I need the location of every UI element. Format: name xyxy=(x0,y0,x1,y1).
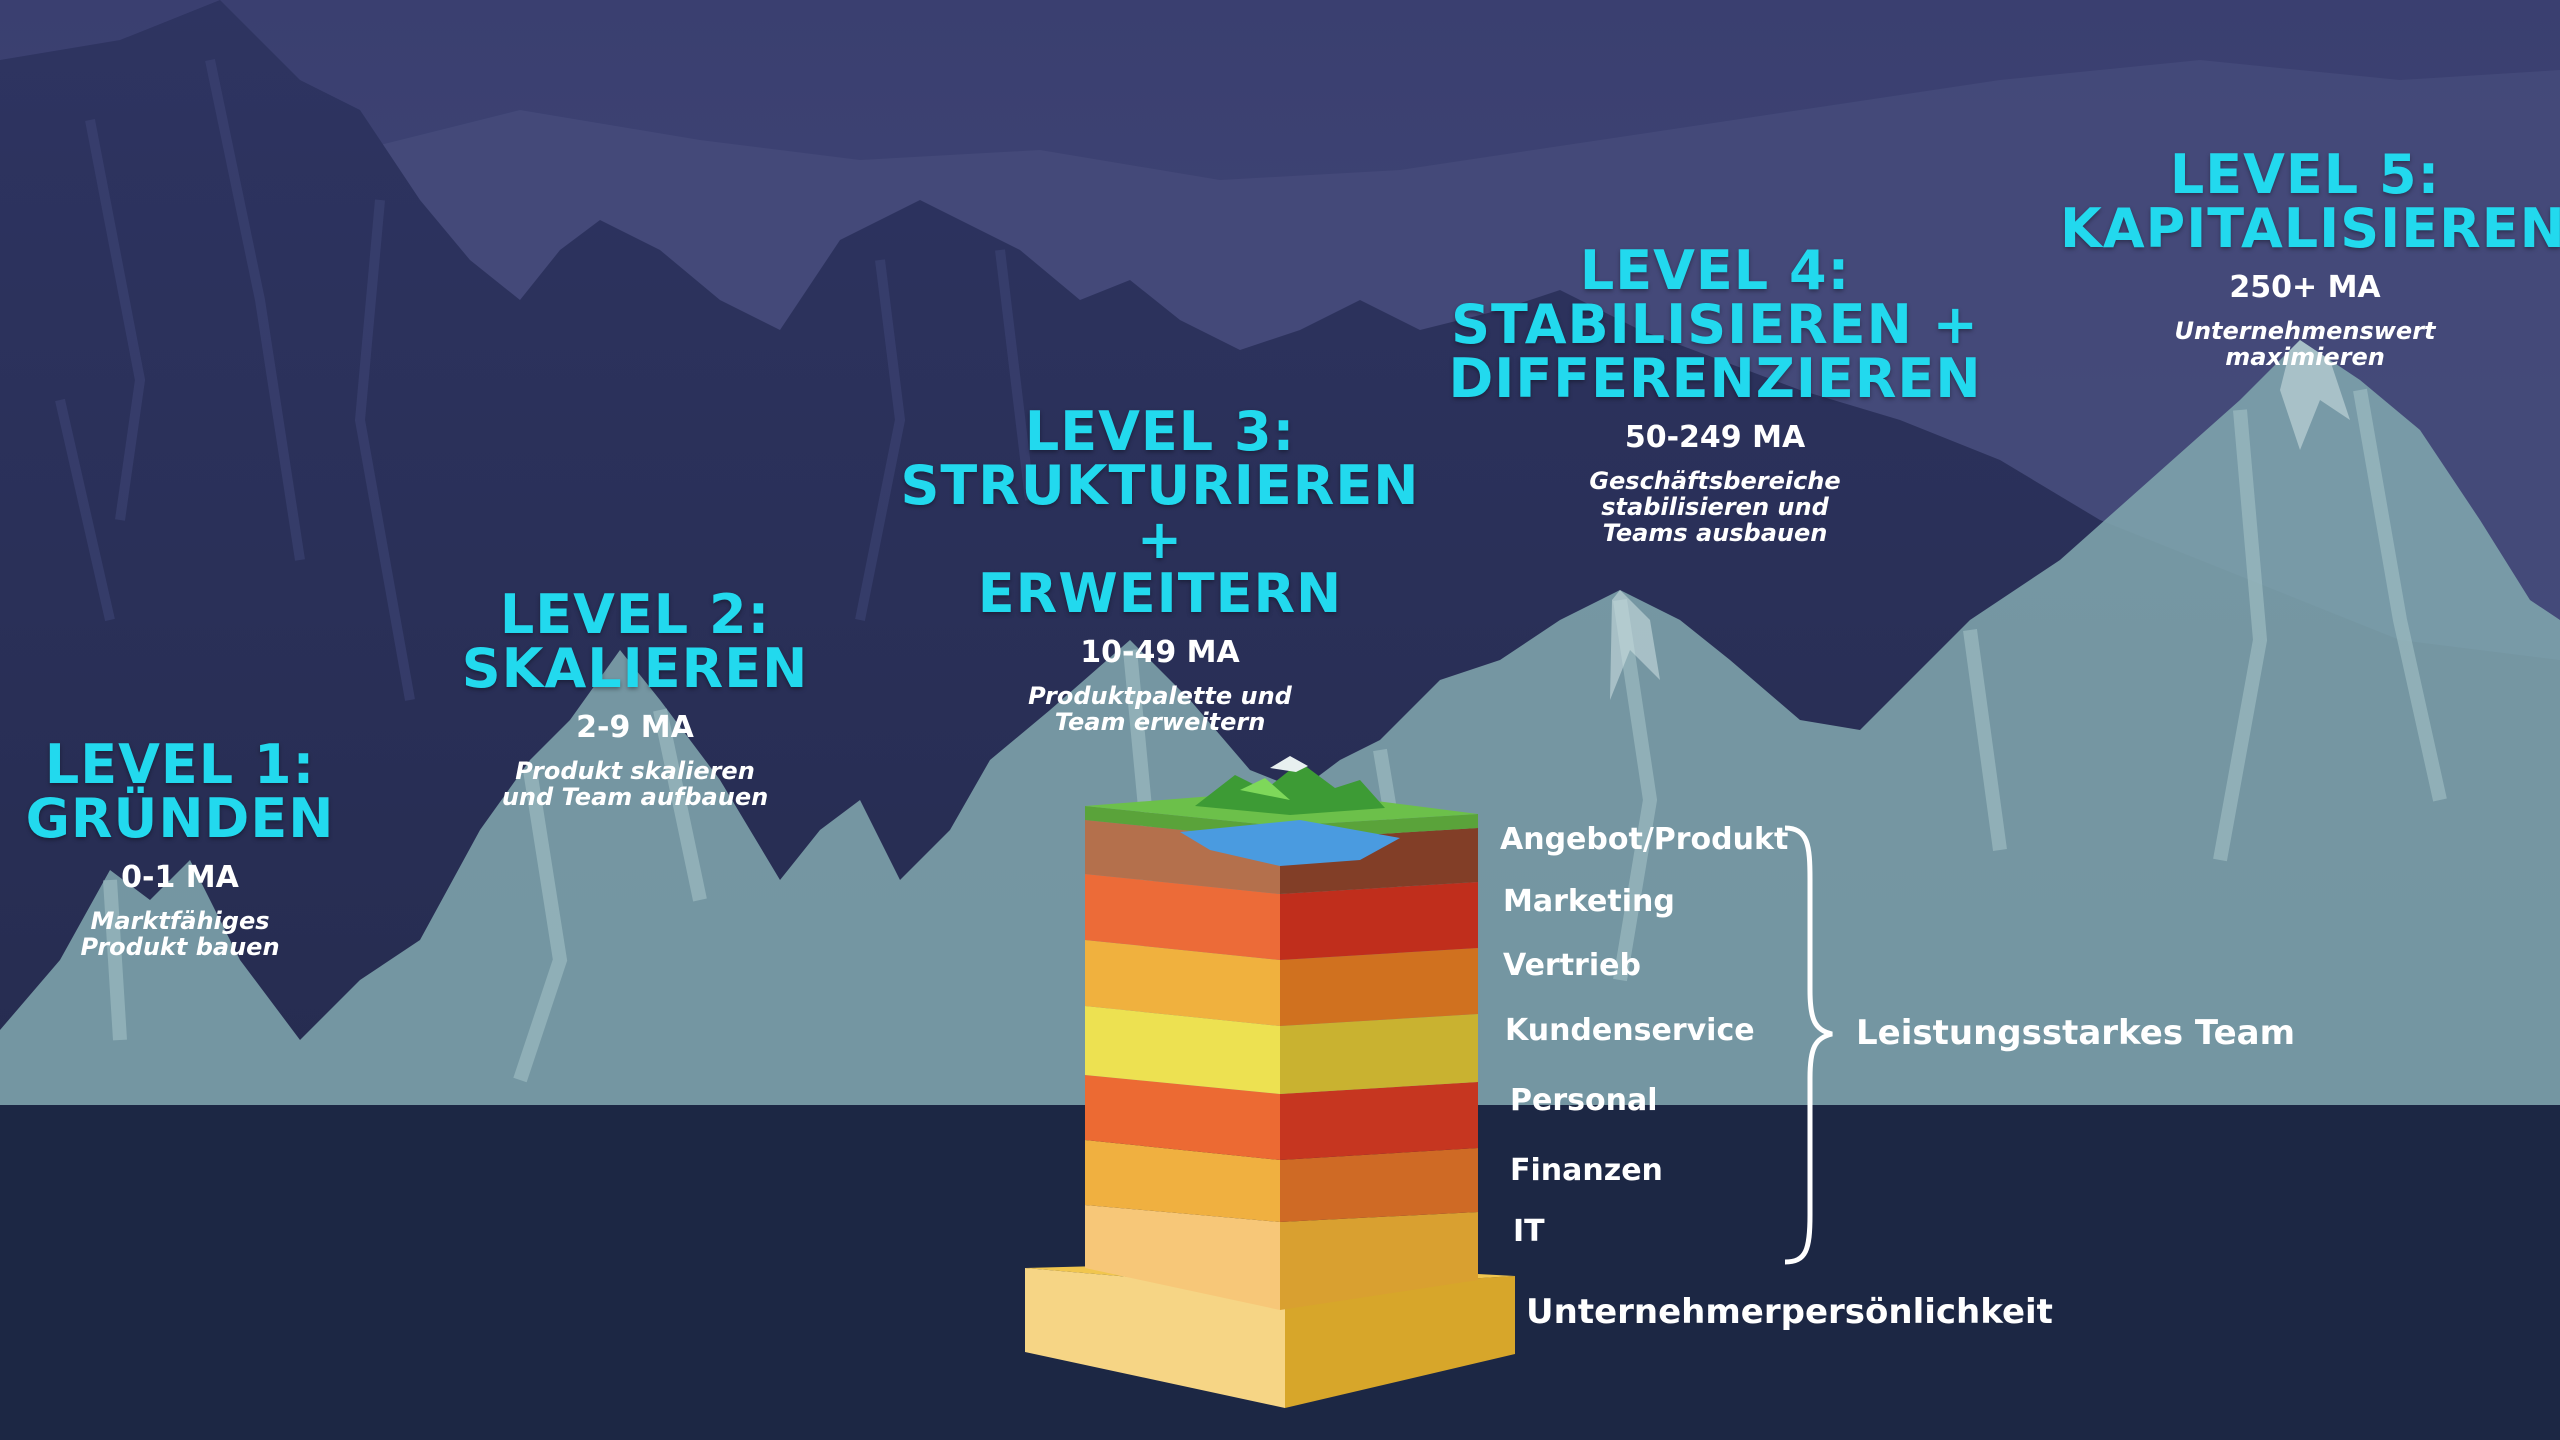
layer-label-personal: Personal xyxy=(1510,1083,1658,1118)
level-5-employees: 250+ MA xyxy=(2229,270,2381,305)
front-mountains xyxy=(0,340,2560,1110)
level-4-title: LEVEL 4: STABILISIEREN + DIFFERENZIEREN xyxy=(1440,244,1990,406)
level-2-desc-line2: und Team aufbauen xyxy=(501,783,769,811)
level-2-title: LEVEL 2: SKALIEREN xyxy=(420,588,850,696)
base-label: Unternehmerpersönlichkeit xyxy=(1526,1292,2053,1332)
layer-label-marketing: Marketing xyxy=(1503,884,1675,919)
level-5-description: Unternehmenswert maximieren xyxy=(2060,318,2550,370)
level-1-employees: 0-1 MA xyxy=(121,860,239,895)
level-5-title: LEVEL 5: KAPITALISIEREN xyxy=(2060,143,2560,260)
layer-label-kundenservice: Kundenservice xyxy=(1505,1013,1755,1048)
rock-texture xyxy=(55,58,1035,701)
level-1: LEVEL 1: GRÜNDEN 0-1 MA Marktfähiges Pro… xyxy=(0,738,360,961)
level-4-desc-line1: Geschäftsbereiche xyxy=(1589,467,1841,495)
level-3-title-line3: ERWEITERN xyxy=(977,562,1343,625)
level-2-title-line2: SKALIEREN xyxy=(461,637,809,700)
level-4-description: Geschäftsbereiche stabilisieren und Team… xyxy=(1440,468,1990,546)
level-3: LEVEL 3: STRUKTURIEREN + ERWEITERN 10-49… xyxy=(880,405,1440,736)
layer-stack xyxy=(1025,756,1515,1408)
team-brace xyxy=(1784,825,1833,1265)
team-label: Leistungsstarkes Team xyxy=(1856,1013,2295,1053)
level-2-desc-line1: Produkt skalieren xyxy=(515,757,755,785)
level-1-desc-line2: Produkt bauen xyxy=(80,933,280,961)
level-1-title-line2: GRÜNDEN xyxy=(25,787,335,850)
level-4-desc-line3: Teams ausbauen xyxy=(1602,519,1828,547)
level-2-title-line1: LEVEL 2: xyxy=(499,583,771,646)
level-3-title-line2: STRUKTURIEREN + xyxy=(900,454,1420,571)
level-4-desc-line2: stabilisieren und xyxy=(1601,493,1829,521)
level-5-title-line1: LEVEL 5: xyxy=(2169,143,2441,206)
level-5-desc-line2: maximieren xyxy=(2225,343,2385,371)
level-1-title-line1: LEVEL 1: xyxy=(44,733,316,796)
level-4-title-line1: LEVEL 4: xyxy=(1579,239,1851,302)
level-4: LEVEL 4: STABILISIEREN + DIFFERENZIEREN … xyxy=(1440,244,1990,547)
level-4-title-line2: STABILISIEREN + xyxy=(1451,293,1979,356)
layer-label-vertrieb: Vertrieb xyxy=(1503,948,1641,983)
level-2-description: Produkt skalieren und Team aufbauen xyxy=(420,758,850,810)
layer-label-angebot-produkt: Angebot/Produkt xyxy=(1500,822,1789,857)
level-3-description: Produktpalette und Team erweitern xyxy=(880,683,1440,735)
level-5-desc-line1: Unternehmenswert xyxy=(2174,317,2436,345)
level-1-description: Marktfähiges Produkt bauen xyxy=(0,908,360,960)
level-3-employees: 10-49 MA xyxy=(1080,635,1240,670)
level-4-title-line3: DIFFERENZIEREN xyxy=(1448,347,1982,410)
layer-label-it: IT xyxy=(1513,1214,1545,1249)
level-3-desc-line2: Team erweitern xyxy=(1054,708,1266,736)
level-3-title: LEVEL 3: STRUKTURIEREN + ERWEITERN xyxy=(880,405,1440,621)
level-2: LEVEL 2: SKALIEREN 2-9 MA Produkt skalie… xyxy=(420,588,850,811)
layer-label-finanzen: Finanzen xyxy=(1510,1153,1663,1188)
level-1-title: LEVEL 1: GRÜNDEN xyxy=(0,738,360,846)
level-2-employees: 2-9 MA xyxy=(576,710,694,745)
level-5: LEVEL 5: KAPITALISIEREN 250+ MA Unterneh… xyxy=(2060,143,2560,371)
level-5-title-line2: KAPITALISIEREN xyxy=(2060,197,2560,260)
level-1-desc-line1: Marktfähiges xyxy=(90,907,270,935)
level-4-employees: 50-249 MA xyxy=(1624,420,1806,455)
level-3-desc-line1: Produktpalette und xyxy=(1028,682,1292,710)
level-3-title-line1: LEVEL 3: xyxy=(1024,400,1296,463)
